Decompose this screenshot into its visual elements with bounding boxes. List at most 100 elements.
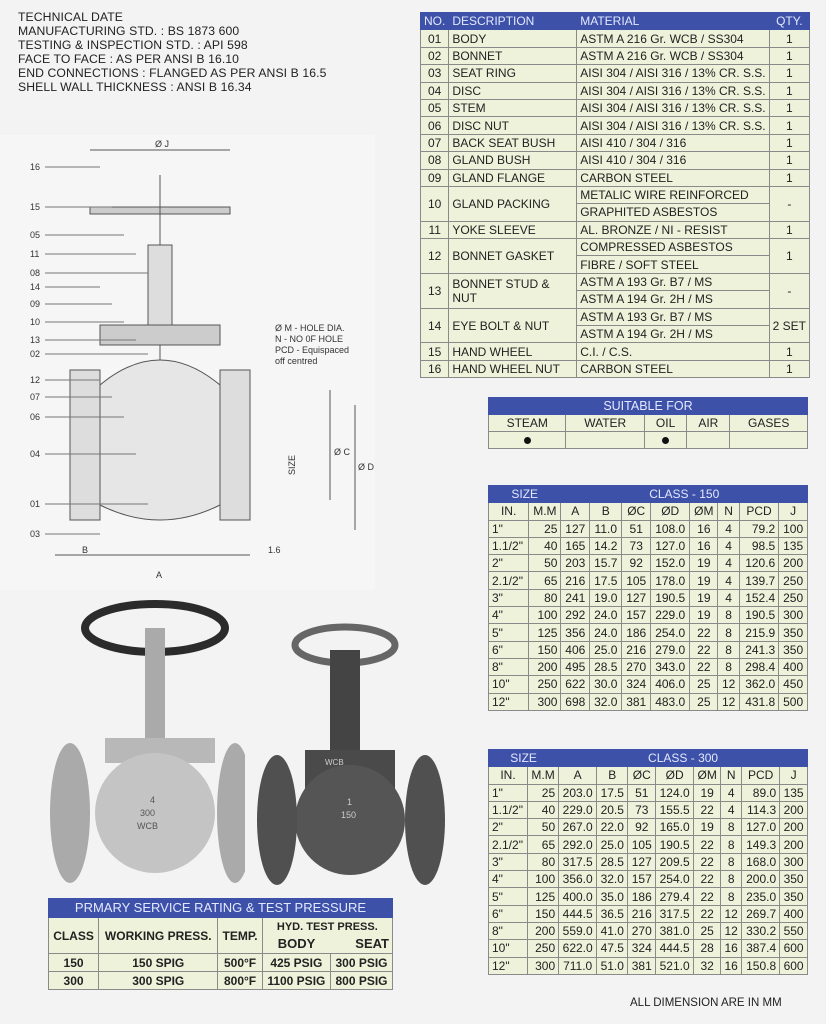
dim-mm: 25 bbox=[526, 783, 560, 802]
dim-mm: 100 bbox=[528, 606, 562, 625]
dim-pcd: 298.4 bbox=[738, 657, 780, 677]
media-oil: OIL bbox=[643, 414, 688, 432]
dim-b: 32.0 bbox=[589, 692, 623, 711]
dim-pcd: 89.0 bbox=[741, 783, 781, 802]
dim-j: 350 bbox=[779, 870, 808, 889]
dim-pcd: 362.0 bbox=[738, 675, 780, 694]
callout-04: 04 bbox=[30, 449, 40, 459]
dim-c: 127 bbox=[621, 588, 652, 608]
dim-in: 1" bbox=[488, 783, 528, 802]
service-body: 425 PSIG bbox=[261, 953, 331, 972]
dim-m: 22 bbox=[693, 904, 722, 923]
service-working: 300 SPIG bbox=[98, 971, 219, 990]
dim-c: 105 bbox=[621, 571, 652, 590]
dim-b: 36.5 bbox=[596, 904, 629, 923]
dim-in: 8" bbox=[487, 657, 530, 677]
dim-mm: 125 bbox=[526, 887, 560, 906]
dim-m: 19 bbox=[689, 606, 719, 625]
dim-b: 24.0 bbox=[589, 606, 623, 625]
part-material: FIBRE / SOFT STEEL bbox=[576, 255, 770, 274]
part-qty: 2 SET bbox=[768, 307, 811, 344]
dim-a: 241 bbox=[560, 588, 591, 608]
part-description: SEAT RING bbox=[448, 64, 578, 83]
valve-photo-class300: 4 300 WCB bbox=[50, 600, 245, 883]
dim-a: 127 bbox=[560, 519, 591, 538]
dim-c: 186 bbox=[627, 887, 657, 906]
dim-j: 250 bbox=[778, 588, 808, 608]
dim-m: 25 bbox=[689, 692, 719, 711]
part-qty: - bbox=[768, 272, 811, 309]
part-qty: 1 bbox=[768, 151, 811, 170]
part-material: AISI 304 / AISI 316 / 13% CR. S.S. bbox=[576, 64, 770, 83]
dim-j: 300 bbox=[779, 852, 808, 872]
dim-b: 22.0 bbox=[596, 818, 629, 837]
col-header: IN. bbox=[488, 766, 528, 785]
dim-in: 1.1/2" bbox=[487, 536, 530, 556]
note-line-1: Ø M - HOLE DIA. bbox=[275, 323, 345, 333]
dim-a: 559.0 bbox=[558, 921, 598, 941]
service-rating-table: PRMARY SERVICE RATING & TEST PRESSURE CL… bbox=[47, 898, 394, 990]
part-material: CARBON STEEL bbox=[576, 359, 770, 379]
service-seat: 800 PSIG bbox=[329, 971, 394, 990]
dim-d: 381.0 bbox=[655, 921, 695, 941]
dim-a: 292 bbox=[560, 606, 591, 625]
dim-d: 178.0 bbox=[650, 571, 691, 590]
dim-pcd: 79.2 bbox=[738, 519, 780, 538]
col-header: IN. bbox=[487, 502, 530, 521]
part-material: GRAPHITED ASBESTOS bbox=[576, 203, 770, 222]
dim-n: 8 bbox=[717, 657, 740, 677]
part-no: 10 bbox=[419, 185, 450, 222]
dim-j: 500 bbox=[778, 692, 808, 711]
dim-m: 19 bbox=[693, 783, 722, 802]
dim-a: 267.0 bbox=[558, 818, 598, 837]
dim-c: 51 bbox=[627, 783, 657, 802]
suitable-title: SUITABLE FOR bbox=[488, 397, 808, 415]
dim-a: 711.0 bbox=[558, 956, 598, 975]
dim-size-label: SIZE bbox=[287, 455, 297, 475]
dim-m: 22 bbox=[693, 870, 722, 889]
dim-in: 10" bbox=[487, 675, 530, 694]
dim-m: 19 bbox=[693, 818, 722, 837]
footer-note: ALL DIMENSION ARE IN MM bbox=[630, 997, 782, 1009]
dim-m: 16 bbox=[689, 519, 719, 538]
service-temp: 500°F bbox=[217, 953, 263, 972]
service-seat: 300 PSIG bbox=[329, 953, 394, 972]
dim-mm: 250 bbox=[528, 675, 562, 694]
dim-mm: 50 bbox=[528, 554, 562, 573]
dim-n: 8 bbox=[720, 887, 743, 906]
dim-d: 152.0 bbox=[650, 554, 691, 573]
dim-b: 25.0 bbox=[596, 835, 629, 854]
mark-class: 150 bbox=[341, 810, 356, 820]
part-material: AL. BRONZE / NI - RESIST bbox=[576, 220, 770, 240]
dim-a: 229.0 bbox=[558, 800, 598, 820]
dim-pcd: 168.0 bbox=[741, 852, 781, 872]
col-header: J bbox=[778, 502, 808, 521]
callout-05: 05 bbox=[30, 230, 40, 240]
dim-b: 17.5 bbox=[589, 571, 623, 590]
dim-mm: 80 bbox=[528, 588, 562, 608]
dim-j: 200 bbox=[779, 800, 808, 820]
part-no: 01 bbox=[419, 29, 450, 48]
media-steam: STEAM bbox=[487, 414, 567, 432]
dim-in: 8" bbox=[488, 921, 528, 941]
dim-d: 521.0 bbox=[655, 956, 695, 975]
part-description: BACK SEAT BUSH bbox=[448, 133, 578, 153]
suitable-mark-oil bbox=[643, 431, 688, 449]
col-header: PCD bbox=[741, 766, 781, 785]
part-description: GLAND FLANGE bbox=[448, 168, 578, 187]
